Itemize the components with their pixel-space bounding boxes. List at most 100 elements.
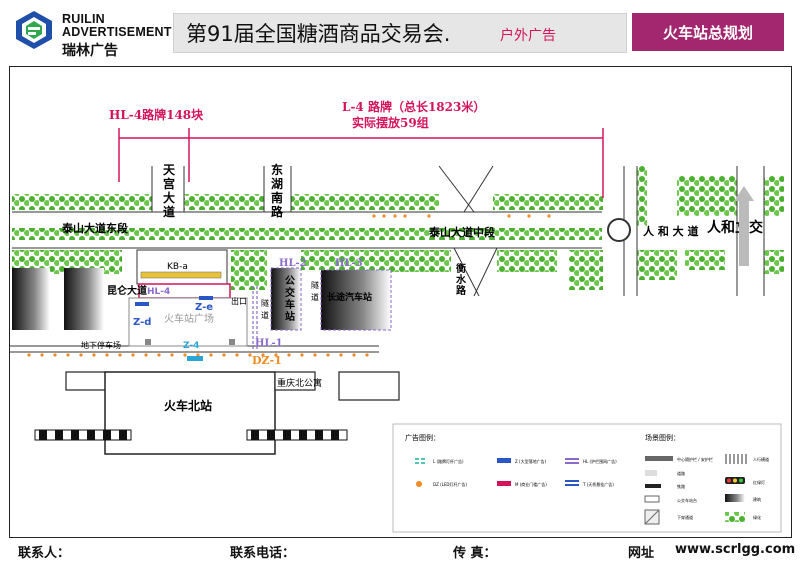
ruilin-logo-icon bbox=[16, 11, 52, 49]
road-taishan-mid: 泰山大道中段 bbox=[428, 225, 495, 239]
road-taishan-east: 泰山大道东段 bbox=[61, 221, 128, 235]
legend: 广告图例： 场景图例： L (路牌灯杆广告) Z (大型落地广告) HL (护栏… bbox=[392, 423, 782, 533]
greenbelt-bottom bbox=[12, 250, 784, 290]
dz-lights-row bbox=[27, 214, 551, 357]
passage-a-char: 隧 bbox=[261, 298, 269, 308]
building-right bbox=[338, 371, 400, 401]
legend-green-double-line-icon bbox=[415, 458, 427, 464]
road-tiangong-char: 天 bbox=[163, 163, 176, 177]
road-hengshui: 衡 水 路 bbox=[455, 262, 467, 297]
footer-fax: 传 真： bbox=[453, 546, 497, 561]
chongqing-bei-label: 重庆北公寓 bbox=[277, 377, 322, 389]
page-title: 第91届全国糖酒商品交易会. bbox=[186, 22, 451, 46]
hl1-barrier bbox=[252, 286, 258, 351]
square-label: 火车站广场 bbox=[164, 312, 214, 325]
brand-name-cn: 瑞林广告 bbox=[62, 43, 118, 59]
title-banner bbox=[173, 13, 627, 53]
bus-station-char: 车 bbox=[285, 298, 295, 311]
underground-parking-label: 地下停车场 bbox=[81, 340, 121, 350]
legend-orange-dot-icon bbox=[416, 481, 422, 487]
hl3-label: HL-3 bbox=[335, 258, 363, 269]
kb-a-boards bbox=[140, 271, 222, 279]
legend-ad-item: L (路牌灯杆广告) bbox=[433, 458, 464, 464]
legend-ad-item: DZ (LED灯杆广告) bbox=[433, 481, 467, 487]
overpass-arrow-icon bbox=[734, 186, 754, 266]
footer-website-label: 网址 bbox=[628, 546, 655, 561]
z-4-board bbox=[187, 356, 203, 361]
exit-label: 出口 bbox=[231, 296, 247, 306]
l4-boundary bbox=[118, 128, 604, 198]
greenbelt-top bbox=[12, 166, 784, 226]
road-donghu-char: 南 bbox=[271, 190, 283, 205]
legend-rail-track-icon bbox=[645, 484, 661, 488]
legend-purple-double-line-icon bbox=[565, 458, 579, 464]
bus-station-label: 公 交 车 站 bbox=[285, 275, 295, 323]
z-4-label: Z-4 bbox=[183, 341, 199, 351]
brand-name-en: RUILIN ADVERTISEMENT bbox=[62, 12, 172, 39]
bus-station-char: 交 bbox=[285, 286, 295, 299]
legend-building-icon bbox=[725, 494, 745, 502]
bus-station-char: 站 bbox=[285, 310, 295, 323]
road-renhe: 人 和 大 道 bbox=[643, 224, 699, 238]
roundabout bbox=[607, 218, 631, 242]
legend-greenbelt-icon bbox=[725, 512, 745, 522]
legend-scene-item: 中心隔护栏 / 安护栏 bbox=[677, 456, 713, 462]
station-north-label: 火车北站 bbox=[164, 398, 212, 413]
section-badge-label: 火车站总规划 bbox=[662, 24, 753, 42]
road-donghu-char: 路 bbox=[271, 204, 284, 219]
road-hengshui-char: 路 bbox=[456, 284, 467, 297]
legend-bus-stop-icon bbox=[644, 495, 660, 503]
legend-scene-item: 铁路 bbox=[677, 483, 685, 489]
bus-station bbox=[270, 267, 302, 331]
parking-marker bbox=[145, 339, 151, 345]
road-donghu-char: 湖 bbox=[271, 176, 283, 191]
road-tiangong-char: 大 bbox=[163, 190, 175, 205]
changtu-label: 长途汽车站 bbox=[327, 291, 372, 303]
passage-b-char: 道 bbox=[311, 292, 319, 302]
road-tiangong-char: 道 bbox=[163, 204, 175, 219]
road-donghu: 东 湖 南 路 bbox=[271, 162, 284, 219]
l4-sublabel: 实际摆放59组 bbox=[352, 115, 429, 130]
legend-scene-title: 场景图例： bbox=[645, 433, 680, 442]
passage-a-char: 道 bbox=[261, 310, 269, 320]
road-tiangong: 天 宫 大 道 bbox=[163, 163, 176, 219]
station-wing-left bbox=[65, 371, 107, 391]
legend-scene-item: 建筑 bbox=[753, 496, 761, 502]
footer-phone: 联系电话： bbox=[230, 546, 296, 561]
legend-ad-item: M (商业门楼广告) bbox=[515, 481, 547, 487]
greenbelt-median bbox=[12, 228, 602, 240]
road-network bbox=[9, 165, 765, 353]
z-d-board bbox=[135, 302, 149, 306]
passage-b-char: 隧 bbox=[311, 280, 319, 290]
station-north-building bbox=[104, 371, 276, 455]
legend-scene-item: 绿化 bbox=[753, 514, 761, 520]
bus-station-char: 公 bbox=[285, 275, 295, 287]
legend-red-bar-icon bbox=[497, 481, 511, 486]
legend-scene-item: 公交车站台 bbox=[677, 497, 697, 503]
legend-scene-item: 下穿通道 bbox=[677, 514, 693, 520]
road-kunlun: 昆仑大道 bbox=[107, 284, 147, 297]
rail-track-right bbox=[246, 429, 348, 441]
legend-scene-item: 道路 bbox=[677, 470, 685, 476]
legend-ad-title: 广告图例： bbox=[405, 433, 440, 442]
legend-ad-item: T (天桥悬挂广告) bbox=[582, 481, 614, 487]
rail-track-left bbox=[34, 429, 132, 441]
hl1-label: HL-1 bbox=[255, 338, 283, 349]
changtu-station bbox=[320, 269, 392, 331]
kb-a-zone bbox=[136, 249, 228, 285]
legend-scene-item: 红绿灯 bbox=[753, 479, 765, 485]
road-renhe-overpass: 人和立交 bbox=[707, 219, 763, 236]
parking-marker bbox=[229, 339, 235, 345]
footer-website[interactable]: www.scrlgg.com bbox=[675, 542, 796, 557]
legend-blue-block-icon bbox=[497, 458, 511, 463]
legend-traffic-light-icon bbox=[725, 477, 745, 484]
station-wing-right bbox=[274, 371, 316, 391]
l4-label: L-4 路牌（总长1823米） bbox=[342, 99, 485, 114]
footer-contact: 联系人： bbox=[18, 546, 71, 561]
kb-a-label: KB-a bbox=[167, 262, 188, 272]
dz-1-label: DZ-1 bbox=[252, 354, 282, 367]
hl2-label: HL-2 bbox=[279, 258, 307, 269]
legend-blue-double-line-icon bbox=[565, 480, 579, 486]
page-subtitle: 户外广告 bbox=[500, 28, 556, 44]
passage-b-label: 隧 道 bbox=[311, 280, 319, 302]
